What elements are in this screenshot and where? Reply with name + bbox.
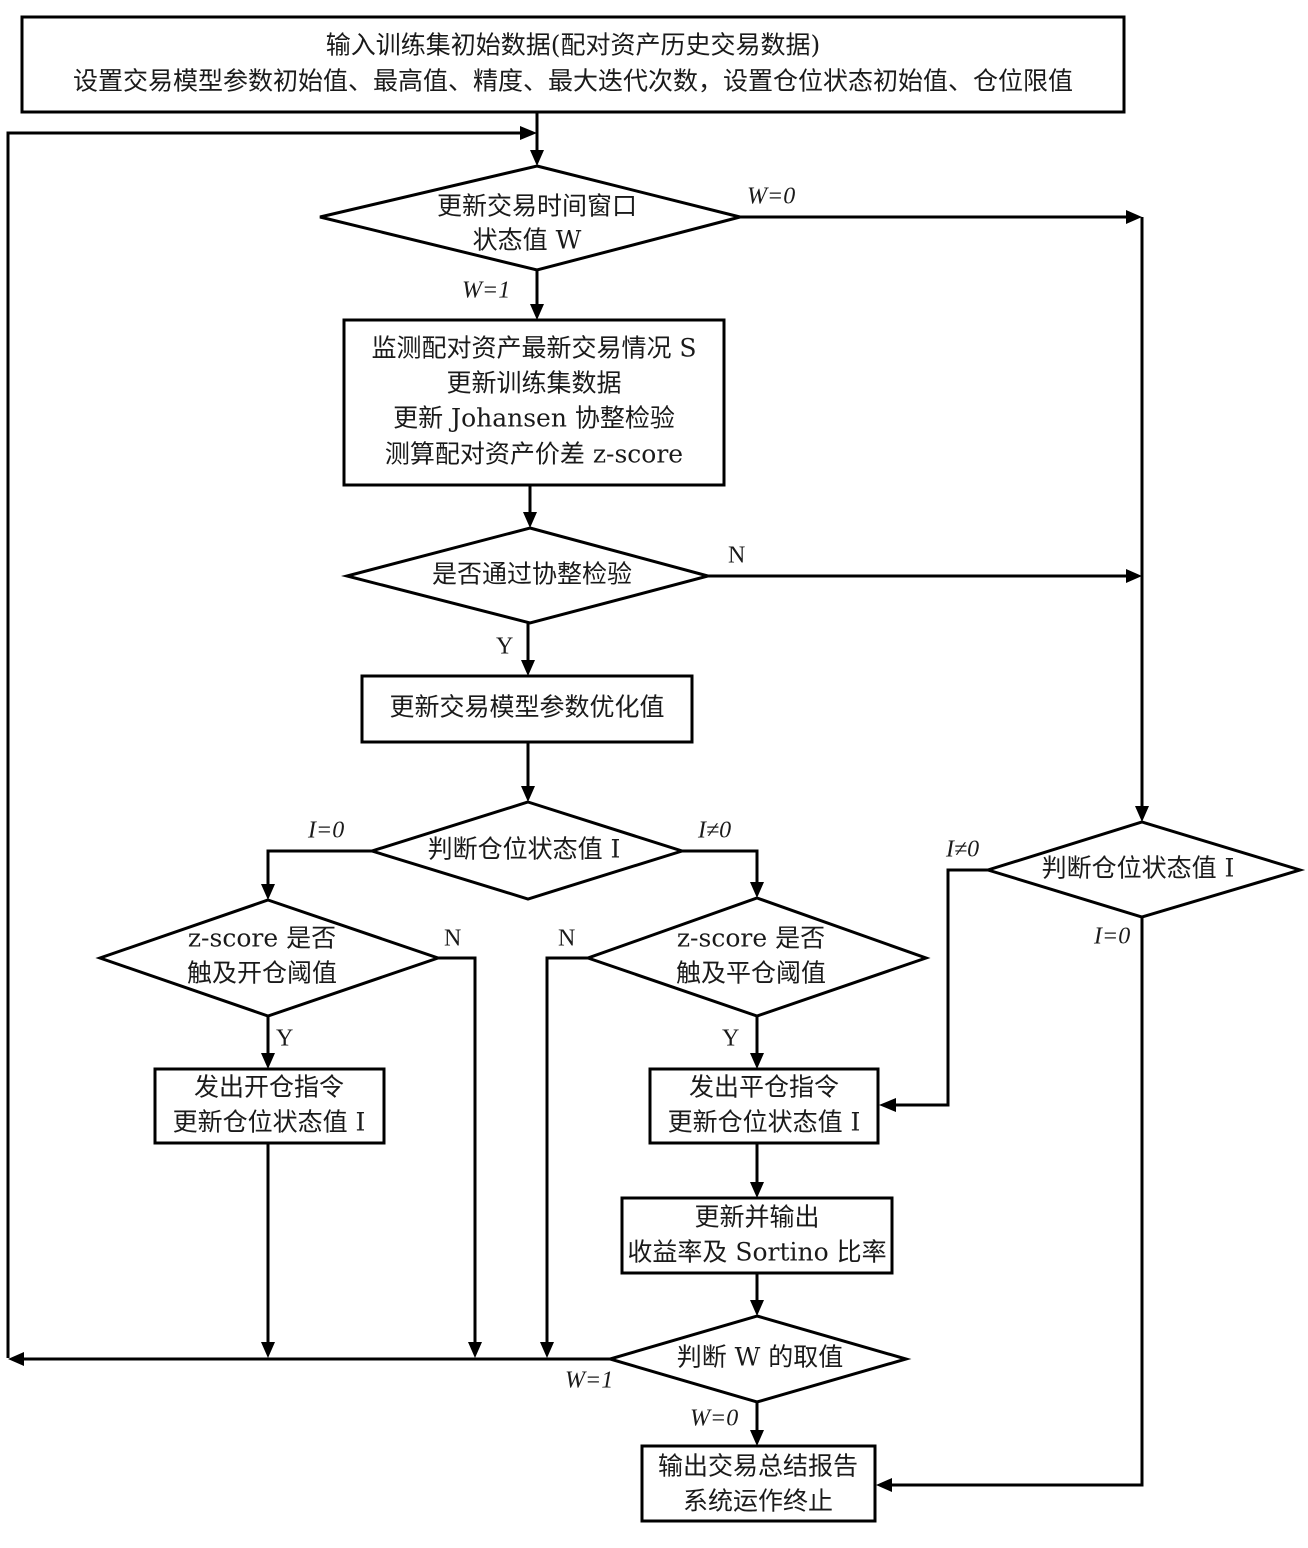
node-judge-position-right: 判断仓位状态值 I — [982, 820, 1306, 919]
node-text: 更新仓位状态值 I — [173, 1108, 366, 1137]
node-close-threshold: z-score 是否 触及平仓阈值 — [583, 896, 931, 1018]
node-text: 更新并输出 — [694, 1203, 819, 1232]
arrowhead — [1126, 569, 1142, 583]
node-open-threshold: z-score 是否 触及开仓阈值 — [95, 898, 443, 1018]
node-output-returns: 更新并输出 收益率及 Sortino 比率 — [620, 1196, 894, 1275]
arrowhead — [750, 1182, 764, 1198]
arrowhead — [523, 512, 537, 528]
node-text: 更新训练集数据 — [446, 369, 621, 398]
node-text: 触及开仓阈值 — [187, 959, 337, 988]
node-text: 监测配对资产最新交易情况 S — [371, 334, 696, 363]
arrowhead — [750, 1300, 764, 1316]
node-text: 判断仓位状态值 I — [1042, 854, 1235, 883]
node-text: 判断仓位状态值 I — [428, 835, 621, 864]
node-text: 设置交易模型参数初始值、最高值、精度、最大迭代次数，设置仓位状态初始值、仓位限值 — [73, 67, 1073, 96]
node-close-order: 发出平仓指令 更新仓位状态值 I — [648, 1067, 880, 1145]
arrowhead — [750, 882, 764, 898]
edge-label-w0-bottom: W=0 — [690, 1406, 738, 1432]
node-update-window: 更新交易时间窗口 状态值 W — [319, 164, 741, 272]
arrowhead — [1135, 806, 1149, 822]
arrowhead — [261, 1342, 275, 1358]
edge-label-coint-yes: Y — [496, 634, 513, 660]
arrowhead — [530, 150, 544, 166]
node-coint-test: 是否通过协整检验 — [341, 526, 714, 625]
edge-label-w1-top: W=1 — [462, 278, 510, 304]
arrowhead — [879, 1098, 896, 1112]
edge-label-i0-right: I=0 — [1093, 924, 1130, 950]
edge-label-close-no: N — [558, 926, 575, 952]
node-text: 更新交易模型参数优化值 — [389, 693, 664, 722]
arrowhead — [8, 1352, 24, 1366]
connectors — [6, 112, 1149, 1492]
node-final-report: 输出交易总结报告 系统运作终止 — [640, 1444, 877, 1523]
edge-right-ine0 — [896, 868, 988, 1107]
node-text: 判断 W 的取值 — [677, 1343, 844, 1372]
arrowhead — [521, 786, 535, 802]
node-open-order: 发出开仓指令 更新仓位状态值 I — [153, 1067, 386, 1145]
node-text: 更新 Johansen 协整检验 — [393, 404, 675, 433]
arrowhead — [750, 1430, 764, 1446]
node-monitor: 监测配对资产最新交易情况 S 更新训练集数据 更新 Johansen 协整检验 … — [342, 318, 726, 487]
arrowhead — [261, 884, 275, 900]
node-text: 是否通过协整检验 — [432, 560, 632, 589]
arrowhead — [530, 304, 544, 320]
node-text: 输入训练集初始数据(配对资产历史交易数据) — [326, 31, 821, 60]
arrowhead — [876, 1478, 892, 1492]
edge-label-ine0-center: I≠0 — [697, 818, 731, 844]
node-text: 更新交易时间窗口 — [437, 192, 637, 221]
edge-label-i0-center: I=0 — [307, 818, 344, 844]
node-init: 输入训练集初始数据(配对资产历史交易数据) 设置交易模型参数初始值、最高值、精度… — [20, 15, 1126, 114]
node-text: 收益率及 Sortino 比率 — [627, 1238, 886, 1267]
edge-labels: W=0 W=1 N Y I=0 I≠0 N Y N Y I≠0 I=0 W=1 … — [276, 184, 1130, 1432]
arrowhead — [1126, 210, 1142, 224]
node-text: 发出平仓指令 — [689, 1073, 839, 1102]
arrowhead — [520, 126, 537, 140]
node-text: z-score 是否 — [188, 924, 336, 953]
node-text: 状态值 W — [473, 226, 582, 255]
edge-label-ine0-right: I≠0 — [945, 837, 979, 863]
edge-label-open-yes: Y — [276, 1026, 293, 1052]
arrowhead — [540, 1342, 554, 1358]
node-text: 发出开仓指令 — [194, 1073, 344, 1102]
edge-label-coint-no: N — [728, 543, 745, 569]
arrowhead — [468, 1342, 482, 1358]
edge-close-no — [545, 956, 588, 1342]
node-judge-w: 判断 W 的取值 — [604, 1314, 912, 1404]
arrowhead — [261, 1053, 275, 1069]
arrowhead — [521, 660, 535, 676]
edge-label-open-no: N — [444, 926, 461, 952]
node-text: 输出交易总结报告 — [658, 1452, 858, 1481]
node-update-params: 更新交易模型参数优化值 — [360, 674, 694, 744]
edge-label-close-yes: Y — [722, 1026, 739, 1052]
edge-loop-back — [6, 131, 520, 1358]
node-text: 更新仓位状态值 I — [668, 1108, 861, 1137]
node-text: 触及平仓阈值 — [676, 959, 826, 988]
edge-label-w1-bottom: W=1 — [565, 1368, 613, 1394]
node-text: 系统运作终止 — [683, 1487, 833, 1516]
node-judge-position-center: 判断仓位状态值 I — [366, 800, 687, 901]
node-text: 测算配对资产价差 z-score — [385, 440, 683, 469]
node-text: z-score 是否 — [677, 924, 825, 953]
edge-label-w0-top: W=0 — [747, 184, 795, 210]
arrowhead — [750, 1053, 764, 1069]
edge-right-i0 — [892, 917, 1144, 1487]
edge-center-ine0 — [682, 849, 759, 884]
edge-center-i0 — [266, 849, 372, 886]
edge-open-no — [438, 956, 477, 1342]
